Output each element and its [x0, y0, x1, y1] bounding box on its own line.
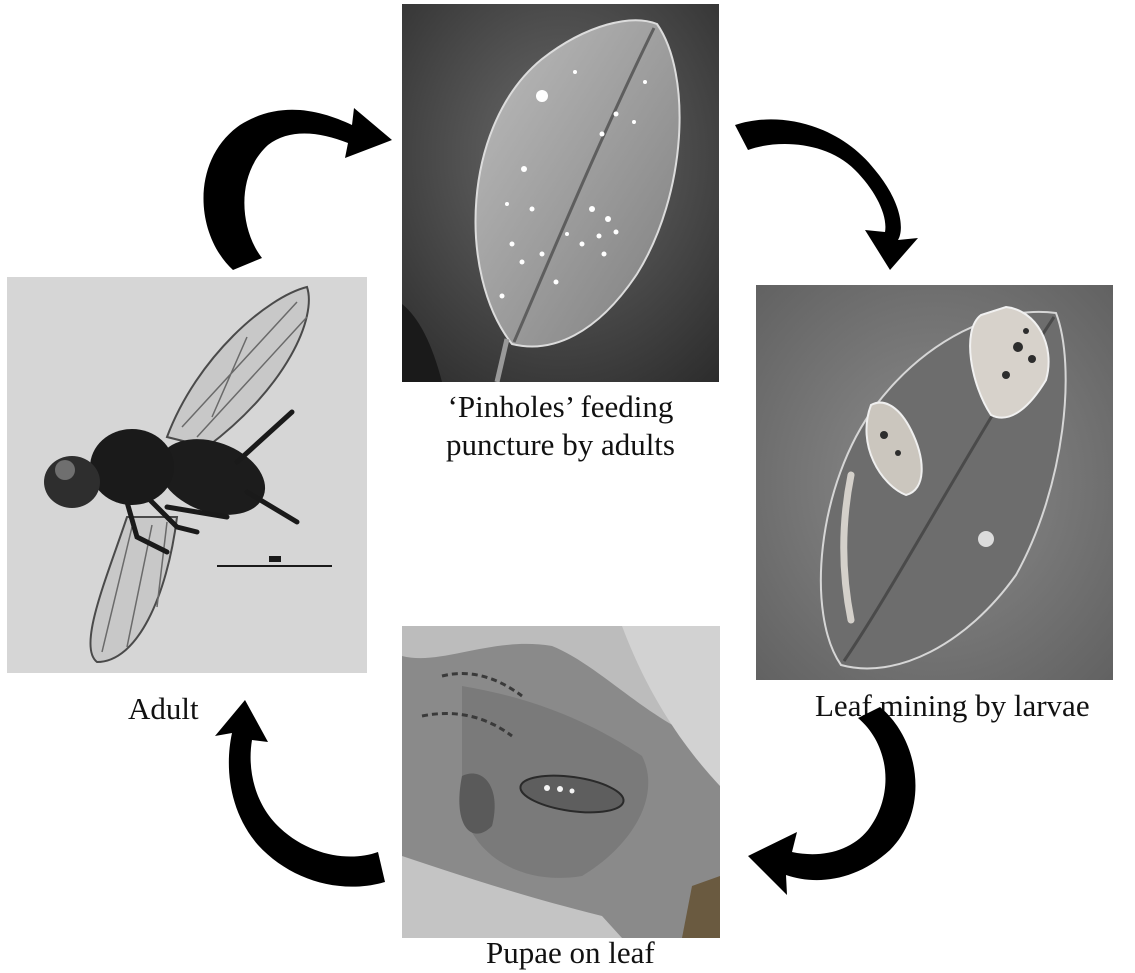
- curved-arrow-bottom-left: [215, 700, 385, 887]
- curved-arrow-top-right: [735, 119, 918, 270]
- curved-arrow-top-left: [203, 108, 392, 270]
- curved-arrow-bottom-right: [748, 707, 915, 895]
